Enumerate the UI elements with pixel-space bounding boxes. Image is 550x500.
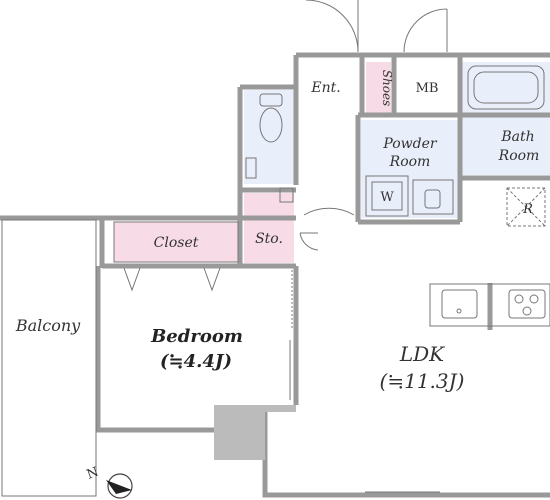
- refrigerator-label: R: [522, 202, 533, 217]
- balcony-label: Balcony: [15, 316, 81, 335]
- closet-label: Closet: [154, 235, 199, 251]
- entrance-doors: [305, 0, 448, 53]
- storage-area: [244, 193, 294, 263]
- ldk-label: LDK: [399, 342, 445, 366]
- shoes-label: Shoes: [380, 70, 394, 106]
- ldk-size-label: (≒11.3J): [380, 369, 465, 393]
- storage-label: Sto.: [255, 231, 283, 247]
- washer-label: W: [380, 190, 394, 205]
- powder-room-label-2: Room: [389, 154, 431, 170]
- entrance-label: Ent.: [310, 80, 340, 96]
- column-block: [214, 405, 296, 460]
- compass-north-label: N: [85, 465, 101, 483]
- thin-lines: [1, 65, 550, 497]
- bedroom-size-label: (≒4.4J): [160, 351, 232, 372]
- bath-room-label-1: Bath: [500, 129, 534, 145]
- mb-label: MB: [416, 81, 439, 96]
- bedroom-label: Bedroom: [150, 326, 243, 347]
- walls: [0, 52, 550, 498]
- compass-icon: [106, 473, 133, 499]
- powder-room-label-1: Powder: [382, 136, 438, 152]
- toilet-area: [244, 90, 294, 184]
- closet-area: [114, 222, 238, 262]
- bath-room-area: [462, 62, 550, 175]
- shoes-cabinet: [366, 62, 391, 114]
- bath-room-label-2: Room: [498, 148, 540, 164]
- powder-room-area: [361, 120, 458, 218]
